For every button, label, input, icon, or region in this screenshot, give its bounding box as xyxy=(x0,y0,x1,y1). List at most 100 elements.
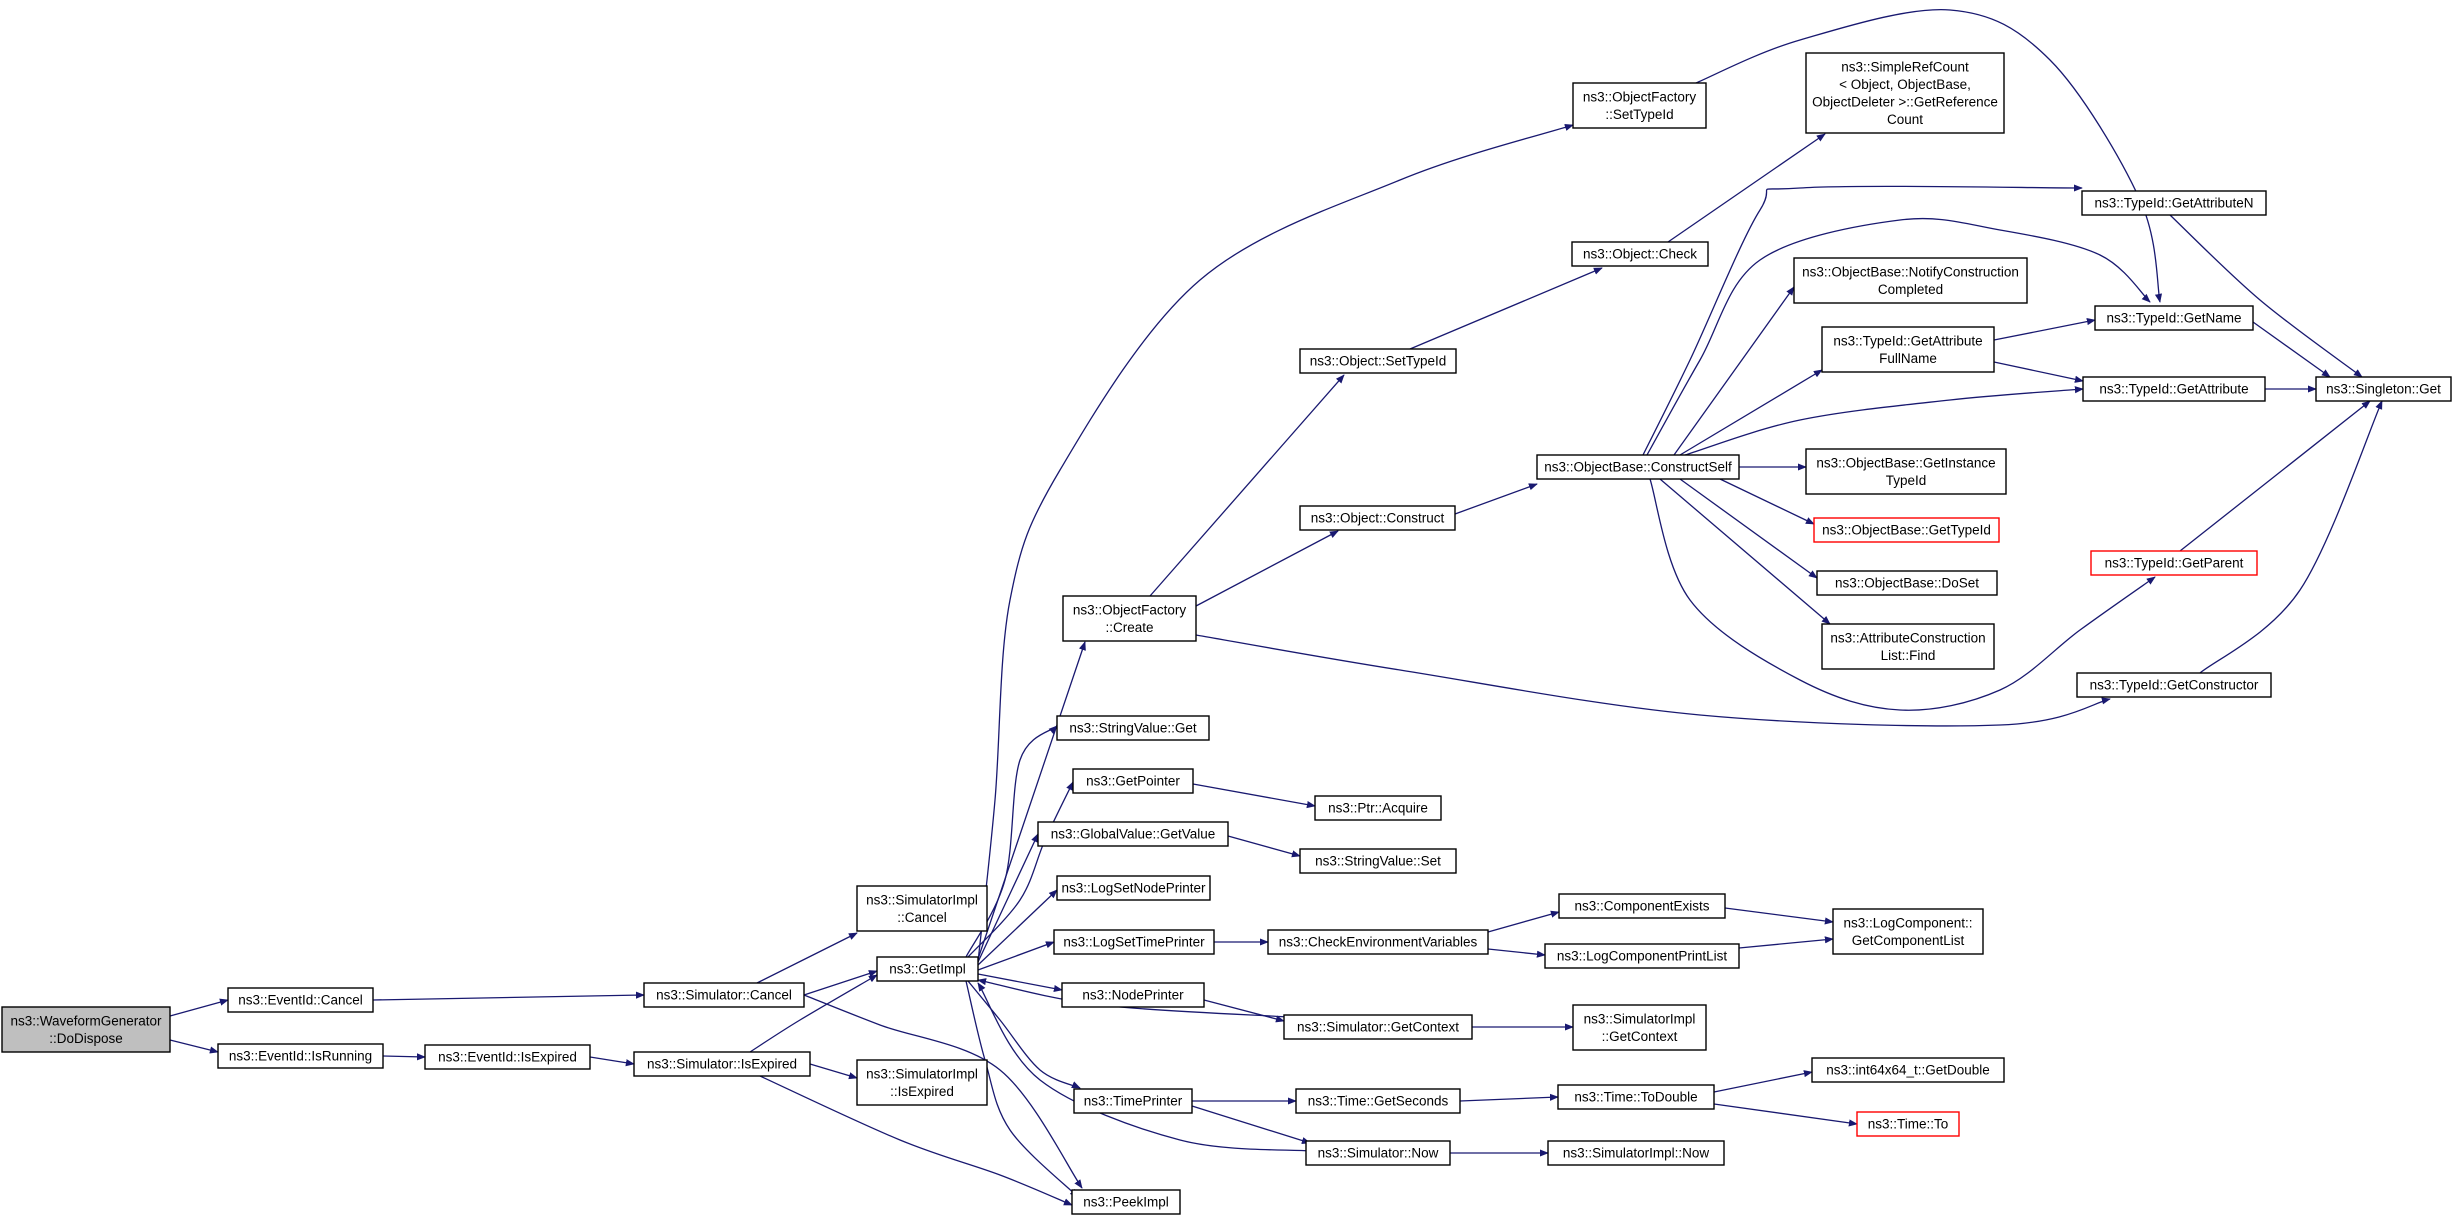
node-timeprinter[interactable]: ns3::TimePrinter xyxy=(1073,1088,1193,1114)
node-label: ns3::TypeId::GetConstructor xyxy=(2090,678,2259,693)
node-sim-getcontext[interactable]: ns3::Simulator::GetContext xyxy=(1283,1014,1473,1040)
node-time-todouble[interactable]: ns3::Time::ToDouble xyxy=(1557,1084,1715,1110)
call-edge xyxy=(1713,1103,1858,1127)
node-objfactory-settypeid[interactable]: ns3::ObjectFactory::SetTypeId xyxy=(1572,82,1707,129)
node-typeid-getattribute[interactable]: ns3::TypeId::GetAttribute xyxy=(2082,376,2266,402)
node-getimpl[interactable]: ns3::GetImpl xyxy=(876,956,979,982)
node-typeid-getattributen[interactable]: ns3::TypeId::GetAttributeN xyxy=(2081,190,2267,216)
edge-line xyxy=(169,998,229,1017)
node-label: ObjectDeleter >::GetReference xyxy=(1812,94,1998,109)
node-logcomponent-getlist[interactable]: ns3::LogComponent::GetComponentList xyxy=(1832,908,1984,955)
call-edge xyxy=(1487,910,1560,933)
node-time-to[interactable]: ns3::Time::To xyxy=(1856,1111,1960,1137)
node-label: ns3::AttributeConstruction xyxy=(1830,630,1985,645)
node-singleton-get[interactable]: ns3::Singleton::Get xyxy=(2315,376,2452,402)
node-objectbase-doset[interactable]: ns3::ObjectBase::DoSet xyxy=(1816,570,1998,596)
node-box xyxy=(424,1044,591,1070)
call-edge xyxy=(1659,478,1831,625)
node-sim-now[interactable]: ns3::Simulator::Now xyxy=(1305,1140,1451,1166)
node-label: ns3::NodePrinter xyxy=(1082,988,1184,1003)
node-objfactory-create[interactable]: ns3::ObjectFactory::Create xyxy=(1062,595,1197,642)
node-componentexists[interactable]: ns3::ComponentExists xyxy=(1558,893,1726,919)
node-int64-getdouble[interactable]: ns3::int64x64_t::GetDouble xyxy=(1811,1057,2005,1083)
call-edge xyxy=(1713,1070,1813,1093)
call-edge xyxy=(1192,783,1316,809)
node-label: ns3::CheckEnvironmentVariables xyxy=(1279,935,1478,950)
node-label: ns3::TimePrinter xyxy=(1084,1094,1183,1109)
node-typeid-getname[interactable]: ns3::TypeId::GetName xyxy=(2094,305,2254,331)
node-sim-cancel[interactable]: ns3::Simulator::Cancel xyxy=(643,982,805,1008)
node-checkenv[interactable]: ns3::CheckEnvironmentVariables xyxy=(1267,929,1489,955)
node-logsetnodeprinter[interactable]: ns3::LogSetNodePrinter xyxy=(1056,875,1211,901)
node-label: ns3::SimpleRefCount xyxy=(1841,59,1969,74)
node-notifyconstruction[interactable]: ns3::ObjectBase::NotifyConstructionCompl… xyxy=(1793,257,2028,304)
node-label: ns3::SimulatorImpl::Now xyxy=(1563,1146,1710,1161)
edge-line xyxy=(1454,483,1538,515)
node-label: ns3::ObjectBase::NotifyConstruction xyxy=(1802,264,2019,279)
node-simplerefcount[interactable]: ns3::SimpleRefCount< Object, ObjectBase,… xyxy=(1805,52,2005,134)
call-edge xyxy=(169,998,229,1017)
node-simimpl-getcontext[interactable]: ns3::SimulatorImpl::GetContext xyxy=(1572,1004,1707,1051)
node-object-settypeid[interactable]: ns3::Object::SetTypeId xyxy=(1299,348,1457,374)
edge-line xyxy=(2252,321,2331,378)
node-globalvalue-getvalue[interactable]: ns3::GlobalValue::GetValue xyxy=(1037,821,1229,847)
node-constructself[interactable]: ns3::ObjectBase::ConstructSelf xyxy=(1536,454,1740,480)
node-simimpl-isexpired[interactable]: ns3::SimulatorImpl::IsExpired xyxy=(856,1059,988,1106)
node-simimpl-now[interactable]: ns3::SimulatorImpl::Now xyxy=(1547,1140,1725,1166)
edge-line xyxy=(1646,217,2151,456)
node-logsettimeprinter[interactable]: ns3::LogSetTimePrinter xyxy=(1053,929,1215,955)
node-stringvalue-get[interactable]: ns3::StringValue::Get xyxy=(1056,715,1210,741)
node-box xyxy=(1053,929,1215,955)
node-box xyxy=(643,982,805,1008)
edge-line xyxy=(372,991,645,1001)
node-objectbase-gettypeid[interactable]: ns3::ObjectBase::GetTypeId xyxy=(1813,517,2000,543)
node-eventid-isrunning[interactable]: ns3::EventId::IsRunning xyxy=(217,1043,384,1069)
node-nodeprinter[interactable]: ns3::NodePrinter xyxy=(1061,982,1205,1008)
node-label: < Object, ObjectBase, xyxy=(1839,77,1971,92)
node-box xyxy=(1572,1004,1707,1051)
node-box xyxy=(1314,795,1442,821)
node-label: TypeId xyxy=(1886,473,1927,488)
node-eventid-isexpired[interactable]: ns3::EventId::IsExpired xyxy=(424,1044,591,1070)
node-typeid-getparent[interactable]: ns3::TypeId::GetParent xyxy=(2090,550,2258,576)
node-eventid-cancel[interactable]: ns3::EventId::Cancel xyxy=(227,987,374,1013)
node-sim-isexpired[interactable]: ns3::Simulator::IsExpired xyxy=(633,1051,811,1077)
node-box xyxy=(1,1006,171,1053)
call-edge xyxy=(382,1053,426,1061)
node-box xyxy=(1793,257,2028,304)
node-time-getseconds[interactable]: ns3::Time::GetSeconds xyxy=(1295,1088,1461,1114)
edge-line xyxy=(965,980,1079,1198)
node-stringvalue-set[interactable]: ns3::StringValue::Set xyxy=(1299,848,1457,874)
call-edge xyxy=(1679,478,1818,579)
node-waveform[interactable]: ns3::WaveformGenerator::DoDispose xyxy=(1,1006,171,1053)
node-simimpl-cancel[interactable]: ns3::SimulatorImpl::Cancel xyxy=(856,885,988,932)
node-label: ns3::EventId::Cancel xyxy=(238,993,363,1008)
call-edge xyxy=(977,889,1058,966)
call-edge xyxy=(803,970,878,996)
node-box xyxy=(1805,448,2007,495)
node-object-check[interactable]: ns3::Object::Check xyxy=(1571,241,1709,267)
node-logcomponentprintlist[interactable]: ns3::LogComponentPrintList xyxy=(1544,943,1740,969)
node-label: ns3::Time::GetSeconds xyxy=(1308,1094,1449,1109)
node-label: ::Cancel xyxy=(897,910,947,925)
node-ptr-acquire[interactable]: ns3::Ptr::Acquire xyxy=(1314,795,1442,821)
call-edge xyxy=(1719,478,1815,525)
node-box xyxy=(1558,893,1726,919)
node-getpointer[interactable]: ns3::GetPointer xyxy=(1072,768,1194,794)
node-object-construct[interactable]: ns3::Object::Construct xyxy=(1299,505,1456,531)
node-label: ns3::int64x64_t::GetDouble xyxy=(1826,1063,1990,1078)
node-box xyxy=(1544,943,1740,969)
edge-line xyxy=(2179,400,2371,552)
node-box xyxy=(1547,1140,1725,1166)
node-typeid-getconstructor[interactable]: ns3::TypeId::GetConstructor xyxy=(2076,672,2272,698)
node-peekimpl[interactable]: ns3::PeekImpl xyxy=(1071,1189,1181,1215)
node-box xyxy=(876,956,979,982)
node-label: ns3::StringValue::Get xyxy=(1069,721,1197,736)
node-label: ns3::LogSetTimePrinter xyxy=(1063,935,1205,950)
node-label: ns3::ObjectFactory xyxy=(1583,89,1697,104)
node-label: ns3::TypeId::GetAttribute xyxy=(1833,333,1982,348)
node-box xyxy=(1299,848,1457,874)
